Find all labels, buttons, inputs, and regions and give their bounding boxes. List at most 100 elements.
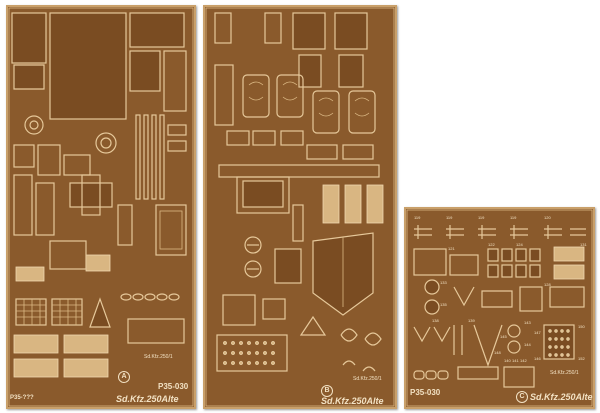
tool-rod [151, 114, 157, 200]
chain-links [120, 293, 180, 301]
sheet-code: P35-030 [410, 388, 441, 397]
part-number: 146 [534, 356, 541, 361]
sheet-border [205, 7, 395, 407]
clamp-row [414, 225, 586, 239]
wheel-hub-inner [100, 137, 112, 149]
sheet-a-parts [8, 7, 194, 407]
sheet-code: P35-030 [158, 382, 189, 391]
part-number: 128 [544, 282, 551, 287]
part-number: 144 [524, 342, 531, 347]
part-number: 133 [440, 280, 447, 285]
tool-rod [135, 114, 141, 200]
part-number: 138 [432, 318, 439, 323]
tool-rod [159, 114, 165, 200]
frame [413, 248, 447, 276]
engine-deck-plate [49, 12, 127, 120]
tripod-bracket [473, 324, 503, 367]
sheet-title: Sd.Kfz.250Alte [530, 392, 593, 402]
bracket-plate [69, 182, 113, 208]
part-number: 141 [512, 358, 519, 363]
rivets [223, 341, 275, 365]
part-number: 119 [446, 215, 453, 220]
rivet-pad [543, 324, 575, 360]
bottom-plate [63, 358, 109, 378]
round-grille-inner [29, 120, 39, 130]
vision-port [312, 90, 340, 134]
sheet-b-parts [205, 7, 395, 407]
photo-etch-sheet-c: 119 119 119 119 120 121 122 124 128 131 … [404, 207, 595, 409]
part-number: 148 [494, 350, 501, 355]
small-frame [226, 130, 250, 146]
small-rings [413, 370, 449, 380]
frame [549, 286, 585, 308]
plate-light [553, 264, 585, 280]
side-code: P35-??? [10, 395, 34, 401]
box-frame [236, 176, 290, 214]
mesh-grille [15, 298, 47, 326]
rivet-grid [216, 334, 288, 372]
plate-light [15, 266, 45, 282]
side-frame [214, 64, 234, 126]
frame [481, 290, 513, 308]
sheet-border [8, 7, 194, 407]
small-plate [13, 64, 45, 90]
sheet-letter: B [321, 385, 333, 397]
side-strip [163, 50, 187, 112]
deck-plate [129, 12, 185, 48]
part-number: 135 [440, 302, 447, 307]
vision-port [276, 74, 304, 118]
mesh-grille [51, 298, 83, 326]
frame [519, 286, 543, 312]
small-frame [13, 144, 35, 168]
hatch-plate [292, 12, 326, 50]
frame [449, 254, 479, 276]
small-frame [252, 130, 276, 146]
part-number: 142 [520, 358, 527, 363]
part-number: 152 [578, 356, 585, 361]
part-number: 150 [578, 324, 585, 329]
long-frame [117, 204, 133, 246]
sheet-border [406, 209, 593, 407]
plate-light [553, 246, 585, 262]
panel-light [322, 184, 340, 224]
frame [155, 204, 187, 256]
round-grille [24, 115, 44, 135]
sheet-title: Sd.Kfz.250Alte [116, 394, 179, 404]
small-frame [37, 144, 61, 176]
rod [292, 204, 304, 242]
frame [49, 240, 87, 270]
box-plate [242, 180, 284, 208]
small-frame [280, 130, 304, 146]
frame [127, 318, 185, 344]
part-number: 119 [510, 215, 517, 220]
long-strip [218, 164, 380, 178]
frame [262, 298, 286, 320]
frame-inner [159, 210, 183, 250]
rivets [548, 329, 570, 357]
part-number: 119 [414, 215, 421, 220]
part-number: 145 [500, 334, 507, 339]
long-frame [35, 182, 55, 236]
triangle-bracket [299, 315, 327, 336]
plate-light [85, 254, 111, 272]
bracket-frame [81, 174, 101, 216]
round-dial [424, 299, 440, 315]
small-marking: Sd.Kfz.250/1 [550, 370, 579, 376]
clamp [167, 124, 187, 136]
part-number: 121 [448, 246, 455, 251]
hatch-plate [334, 12, 368, 50]
small-frame [342, 144, 374, 160]
bottom-plate [13, 334, 59, 354]
round-cap [244, 236, 262, 254]
box-plate [274, 248, 302, 284]
part-number: 143 [524, 320, 531, 325]
part-number: 122 [488, 242, 495, 247]
panel-light [366, 184, 384, 224]
v-bracket [453, 286, 475, 307]
deck-plate [11, 12, 47, 64]
vision-port [348, 90, 376, 134]
photo-etch-sheet-a: P35-??? A Sd.Kfz.250/1 P35-030 Sd.Kfz.25… [6, 5, 196, 409]
round-cap [244, 260, 262, 278]
long-frame [13, 174, 33, 236]
small-box-grid [487, 248, 541, 278]
